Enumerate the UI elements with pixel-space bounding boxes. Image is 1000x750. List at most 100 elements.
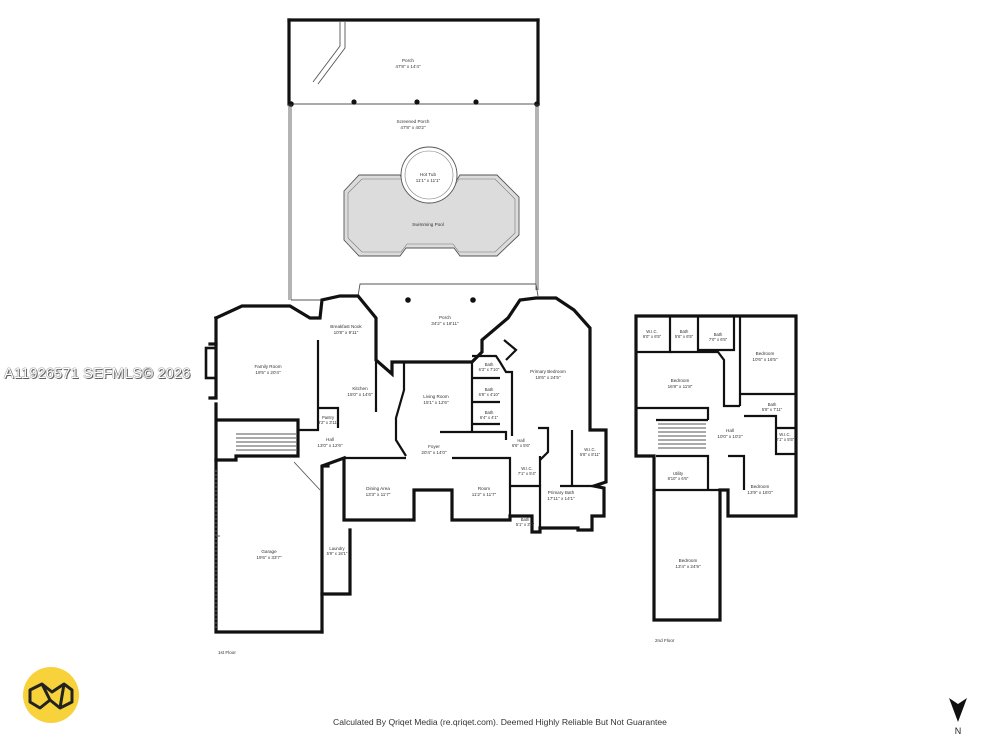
- first-floor-walls: [204, 294, 608, 634]
- north-arrow-icon: [949, 698, 967, 722]
- room-dims: 7'1" x 5'4": [518, 471, 537, 476]
- svg-text:10'0" x 10'2": 10'0" x 10'2": [717, 434, 743, 439]
- room-dims: 34'2" x 16'11": [431, 321, 459, 326]
- room-dims: 3'2" x 3'11": [318, 420, 339, 425]
- room-dims: 2'1" x 5'5": [776, 437, 795, 442]
- svg-text:Hall: Hall: [517, 438, 524, 443]
- room-dims: 13'3" x 11'7": [366, 492, 391, 497]
- room-dims: 13'0" x 12'6": [317, 443, 343, 448]
- svg-text:Pantry: Pantry: [322, 415, 335, 420]
- pool-and-hot-tub: [343, 146, 520, 257]
- room-name: Swimming Pool: [412, 222, 444, 227]
- room-name: Primary Bedroom: [530, 369, 566, 374]
- svg-text:3'2" x 3'11": 3'2" x 3'11": [318, 420, 339, 425]
- disclaimer-text: Calculated By Qriqet Media (re.qriqet.co…: [333, 717, 667, 727]
- room-dims: 10'8" x 9'11": [334, 330, 359, 335]
- svg-text:Bedroom: Bedroom: [756, 351, 775, 356]
- svg-text:Bath: Bath: [521, 517, 530, 522]
- first-floor-interior-walls: [215, 339, 594, 630]
- svg-text:5'6" x 6'5": 5'6" x 6'5": [675, 334, 694, 339]
- svg-text:Bath: Bath: [680, 329, 689, 334]
- room-dims: 10'6" x 16'5": [752, 357, 778, 362]
- room-dims: 5'8" x 7'11": [762, 407, 783, 412]
- svg-text:6'6" x 5'6": 6'6" x 5'6": [512, 443, 531, 448]
- room-name: Room: [478, 486, 490, 491]
- svg-text:13'9" x 16'0": 13'9" x 16'0": [747, 490, 773, 495]
- svg-text:7'0" x 6'5": 7'0" x 6'5": [709, 337, 728, 342]
- room-name: Hall: [517, 438, 524, 443]
- room-dims: 6'0" x 6'5": [643, 334, 662, 339]
- room-dims: 17'11" x 14'1": [547, 496, 575, 501]
- room-dims: 5'1" x 3'0": [516, 522, 535, 527]
- svg-text:47'8" x 14'4": 47'8" x 14'4": [395, 64, 421, 69]
- svg-text:6'8" x 4'10": 6'8" x 4'10": [479, 392, 500, 397]
- room-name: Dining Area: [366, 486, 390, 491]
- room-labels: Porch 47'8" x 14'4" Screened Porch 47'8"…: [218, 58, 795, 655]
- room-name: Hall: [326, 437, 334, 442]
- room-dims: 11'2" x 11'7": [472, 492, 497, 497]
- room-name: Porch: [402, 58, 414, 63]
- svg-text:W.I.C.: W.I.C.: [521, 466, 532, 471]
- second-floor-walls: [634, 314, 798, 622]
- svg-text:Porch: Porch: [402, 58, 414, 63]
- svg-text:Swimming Pool: Swimming Pool: [412, 222, 444, 227]
- svg-text:6'4" x 4'1": 6'4" x 4'1": [480, 415, 499, 420]
- room-dims: 8'10" x 6'6": [668, 476, 689, 481]
- room-name: Utility: [673, 471, 684, 476]
- room-dims: 19'5" x 20'4": [255, 370, 281, 375]
- room-dims: 47'8" x 40'2": [400, 125, 426, 130]
- svg-text:W.I.C.: W.I.C.: [584, 447, 595, 452]
- room-name: Foyer: [428, 444, 440, 449]
- svg-text:Hall: Hall: [726, 428, 734, 433]
- svg-text:Porch: Porch: [439, 315, 451, 320]
- room-name: W.I.C.: [646, 329, 657, 334]
- room-dims: 13'4" x 24'9": [675, 564, 701, 569]
- room-dims: 18'6" x 24'5": [535, 375, 561, 380]
- room-dims: 19'6" x 33'7": [256, 555, 282, 560]
- room-dims: 6'3" x 7'10": [479, 367, 500, 372]
- room-dims: 6'8" x 4'10": [479, 392, 500, 397]
- svg-text:5'8" x 8'11": 5'8" x 8'11": [580, 452, 601, 457]
- room-name: Pantry: [322, 415, 335, 420]
- room-dims: 5'8" x 8'11": [580, 452, 601, 457]
- svg-text:15'1" x 12'6": 15'1" x 12'6": [423, 400, 449, 405]
- svg-text:5'9" x 18'1": 5'9" x 18'1": [327, 551, 348, 556]
- svg-text:Bedroom: Bedroom: [751, 484, 770, 489]
- room-name: Bath: [714, 332, 723, 337]
- room-dims: 15'1" x 12'6": [423, 400, 449, 405]
- svg-text:Bath: Bath: [485, 410, 494, 415]
- svg-text:Bedroom: Bedroom: [679, 558, 698, 563]
- svg-text:Bath: Bath: [485, 387, 494, 392]
- room-name: Kitchen: [352, 386, 368, 391]
- room-name: W.I.C.: [584, 447, 595, 452]
- room-name: Primary Bath: [548, 490, 575, 495]
- svg-text:6'0" x 6'5": 6'0" x 6'5": [643, 334, 662, 339]
- svg-text:13'0" x 12'6": 13'0" x 12'6": [317, 443, 343, 448]
- svg-text:Room: Room: [478, 486, 490, 491]
- svg-text:11'2" x 11'7": 11'2" x 11'7": [472, 492, 497, 497]
- first-floor-label: 1st Floor: [218, 650, 236, 655]
- svg-text:13'3" x 11'7": 13'3" x 11'7": [366, 492, 391, 497]
- svg-text:47'8" x 40'2": 47'8" x 40'2": [400, 125, 426, 130]
- svg-text:Family Room: Family Room: [254, 364, 281, 369]
- svg-text:19'6" x 33'7": 19'6" x 33'7": [256, 555, 282, 560]
- room-name: W.I.C.: [521, 466, 532, 471]
- room-dims: 6'4" x 4'1": [480, 415, 499, 420]
- svg-text:5'1" x 3'0": 5'1" x 3'0": [516, 522, 535, 527]
- room-dims: 10'0" x 10'2": [717, 434, 743, 439]
- room-name: Breakfast Nook: [330, 324, 362, 329]
- svg-text:Primary Bedroom: Primary Bedroom: [530, 369, 566, 374]
- room-name: Bedroom: [751, 484, 770, 489]
- north-label: N: [954, 726, 962, 736]
- svg-text:Bath: Bath: [714, 332, 723, 337]
- svg-text:Utility: Utility: [673, 471, 684, 476]
- room-dims: 47'8" x 14'4": [395, 64, 421, 69]
- room-name: Laundry: [329, 546, 345, 551]
- svg-text:15'0" x 14'6": 15'0" x 14'6": [347, 392, 373, 397]
- room-name: Porch: [439, 315, 451, 320]
- room-dims: 5'9" x 18'1": [327, 551, 348, 556]
- room-dims: 15'0" x 14'6": [347, 392, 373, 397]
- svg-text:W.I.C.: W.I.C.: [779, 432, 790, 437]
- svg-text:10'6" x 16'5": 10'6" x 16'5": [752, 357, 778, 362]
- svg-text:Hall: Hall: [326, 437, 334, 442]
